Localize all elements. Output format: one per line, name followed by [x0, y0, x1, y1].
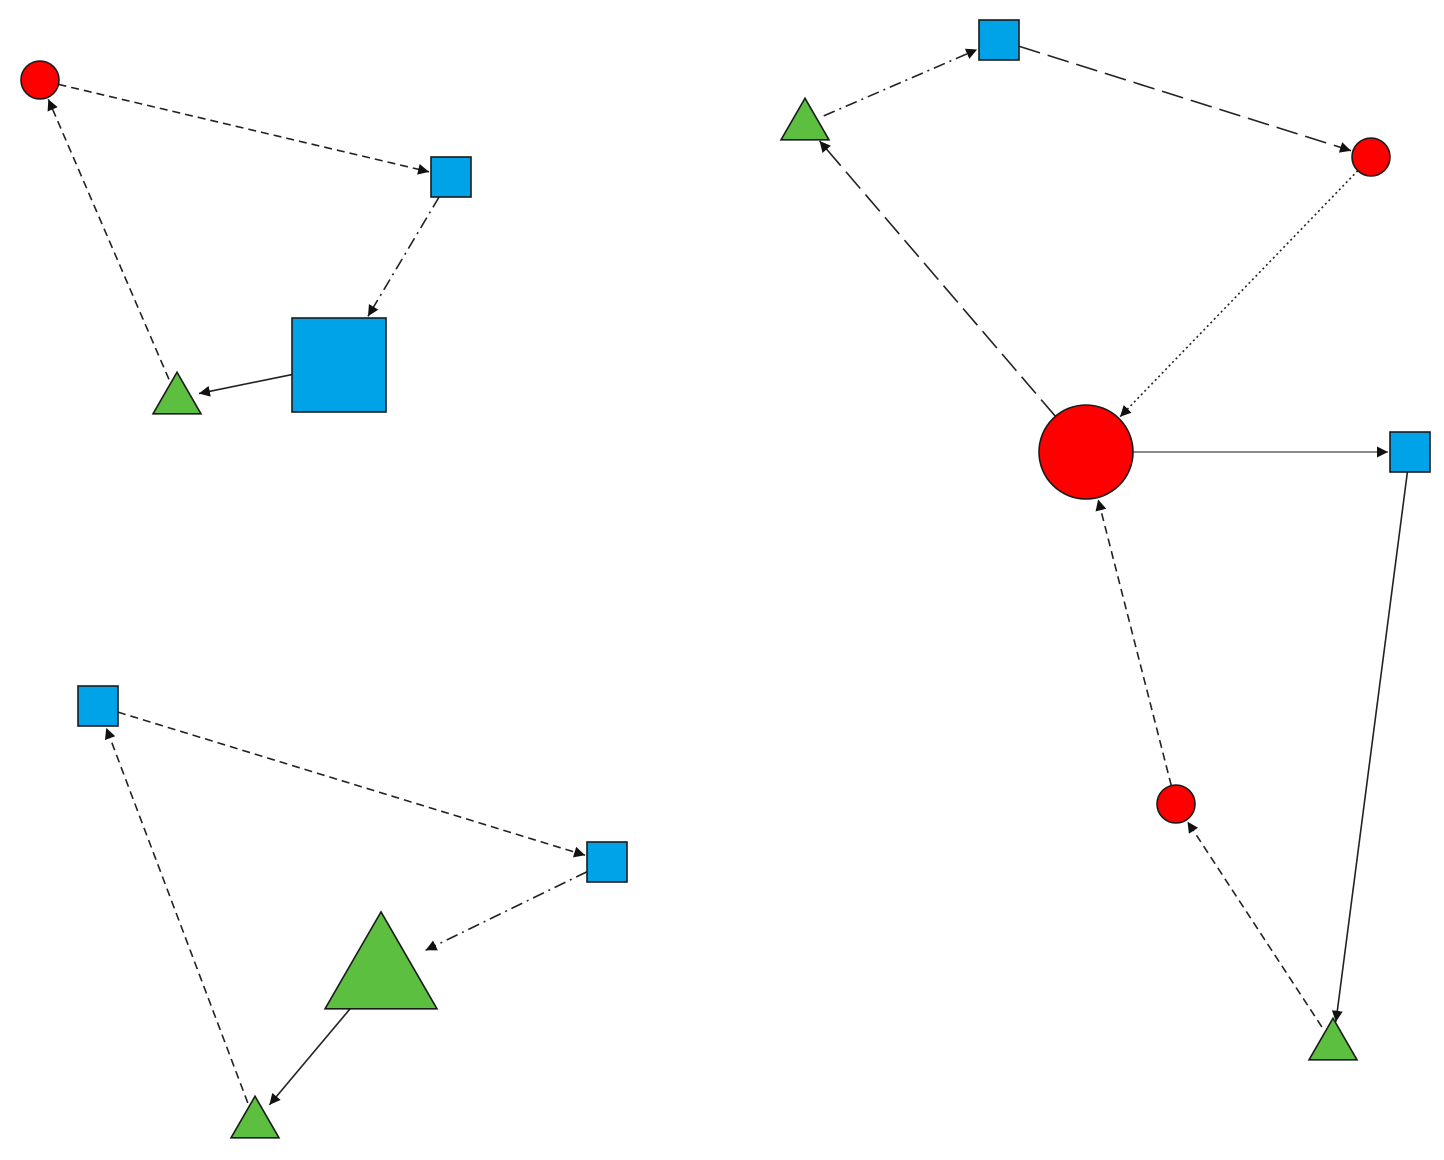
- small-square-node-b2: [586, 841, 628, 883]
- edges-layer: [47, 45, 1409, 1106]
- small-square-node-b1: [77, 685, 119, 727]
- edge-b2-to-b3: [425, 871, 588, 952]
- edge-a2-to-a3: [367, 196, 440, 317]
- edge-b1-to-b2: [117, 711, 586, 858]
- edge-c7-to-c6: [1186, 821, 1323, 1028]
- edge-a3-to-a4: [198, 373, 293, 397]
- edge-c4-to-c1: [818, 140, 1057, 417]
- edge-c2-to-c3: [1018, 45, 1352, 153]
- edge-c1-to-c2: [823, 48, 978, 117]
- small-triangle-node-c7: [1307, 1016, 1359, 1061]
- edge-a1-to-a2: [58, 83, 430, 175]
- nodes-layer: [20, 19, 1431, 1139]
- small-triangle-node-b4: [229, 1094, 281, 1139]
- small-square-node-c2: [978, 19, 1020, 61]
- large-triangle-node-b3: [323, 910, 439, 1010]
- small-square-node-c5: [1389, 431, 1431, 473]
- large-circle-node-c4: [1038, 404, 1134, 500]
- edge-b3-to-b4: [268, 1007, 351, 1106]
- small-circle-node-c6: [1156, 784, 1196, 824]
- edge-c5-to-c7: [1331, 471, 1409, 1022]
- small-square-node-a2: [430, 156, 472, 198]
- edge-c6-to-c4: [1095, 499, 1173, 786]
- edge-c3-to-c4: [1119, 170, 1359, 418]
- small-triangle-node-c1: [779, 96, 831, 141]
- large-square-node-a3: [291, 317, 387, 413]
- small-triangle-node-a4: [151, 370, 203, 415]
- small-circle-node-a1: [20, 60, 60, 100]
- small-circle-node-c3: [1351, 137, 1391, 177]
- edge-b4-to-b1: [104, 727, 249, 1104]
- edge-a4-to-a1: [47, 98, 170, 380]
